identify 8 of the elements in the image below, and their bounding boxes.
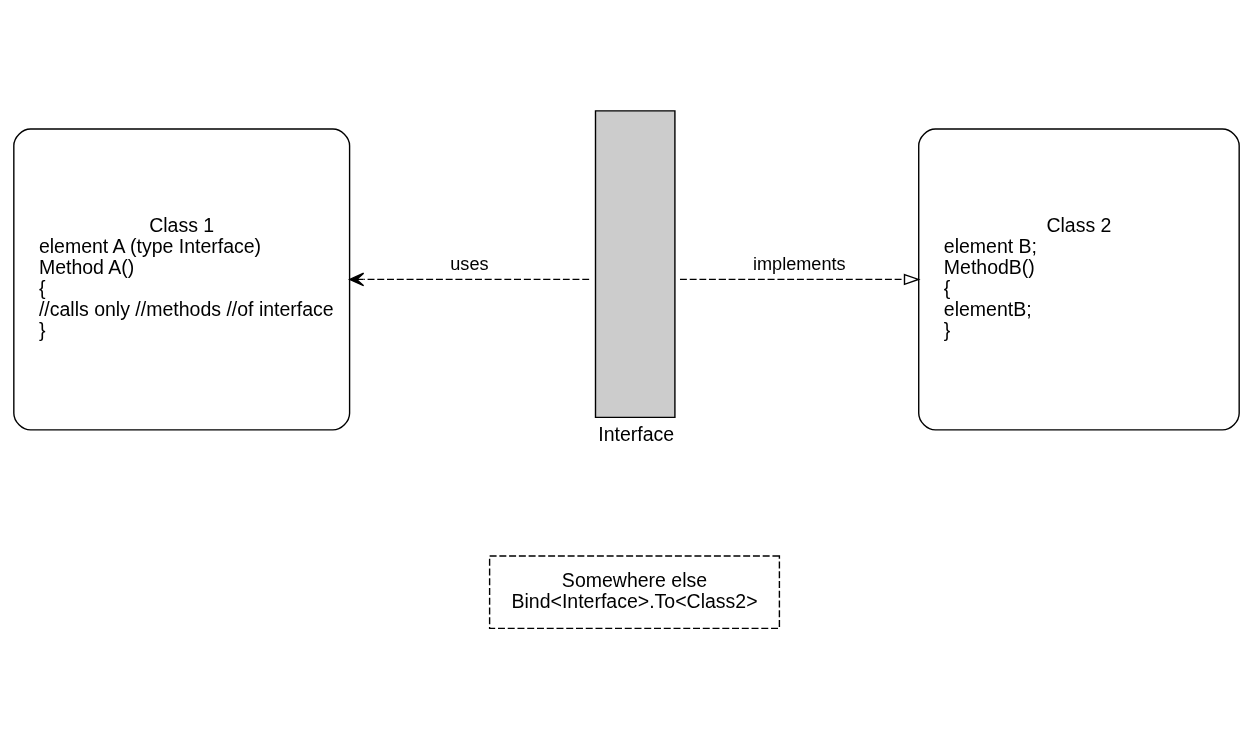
node-box: Class 1 element A (type Interface) Method A() { //calls only //methods //of interface } — [13, 128, 351, 431]
node-box: Somewhere else Bind<Interface>.To<Class2> — [488, 555, 781, 630]
arrow — [679, 273, 921, 286]
node-box: Class 2 element B; MethodB() { elementB; } — [918, 128, 1240, 431]
edge-label: implements — [752, 254, 846, 275]
arrow — [349, 272, 590, 287]
edge-label: uses — [450, 254, 489, 275]
node-label: Interface — [598, 423, 675, 446]
